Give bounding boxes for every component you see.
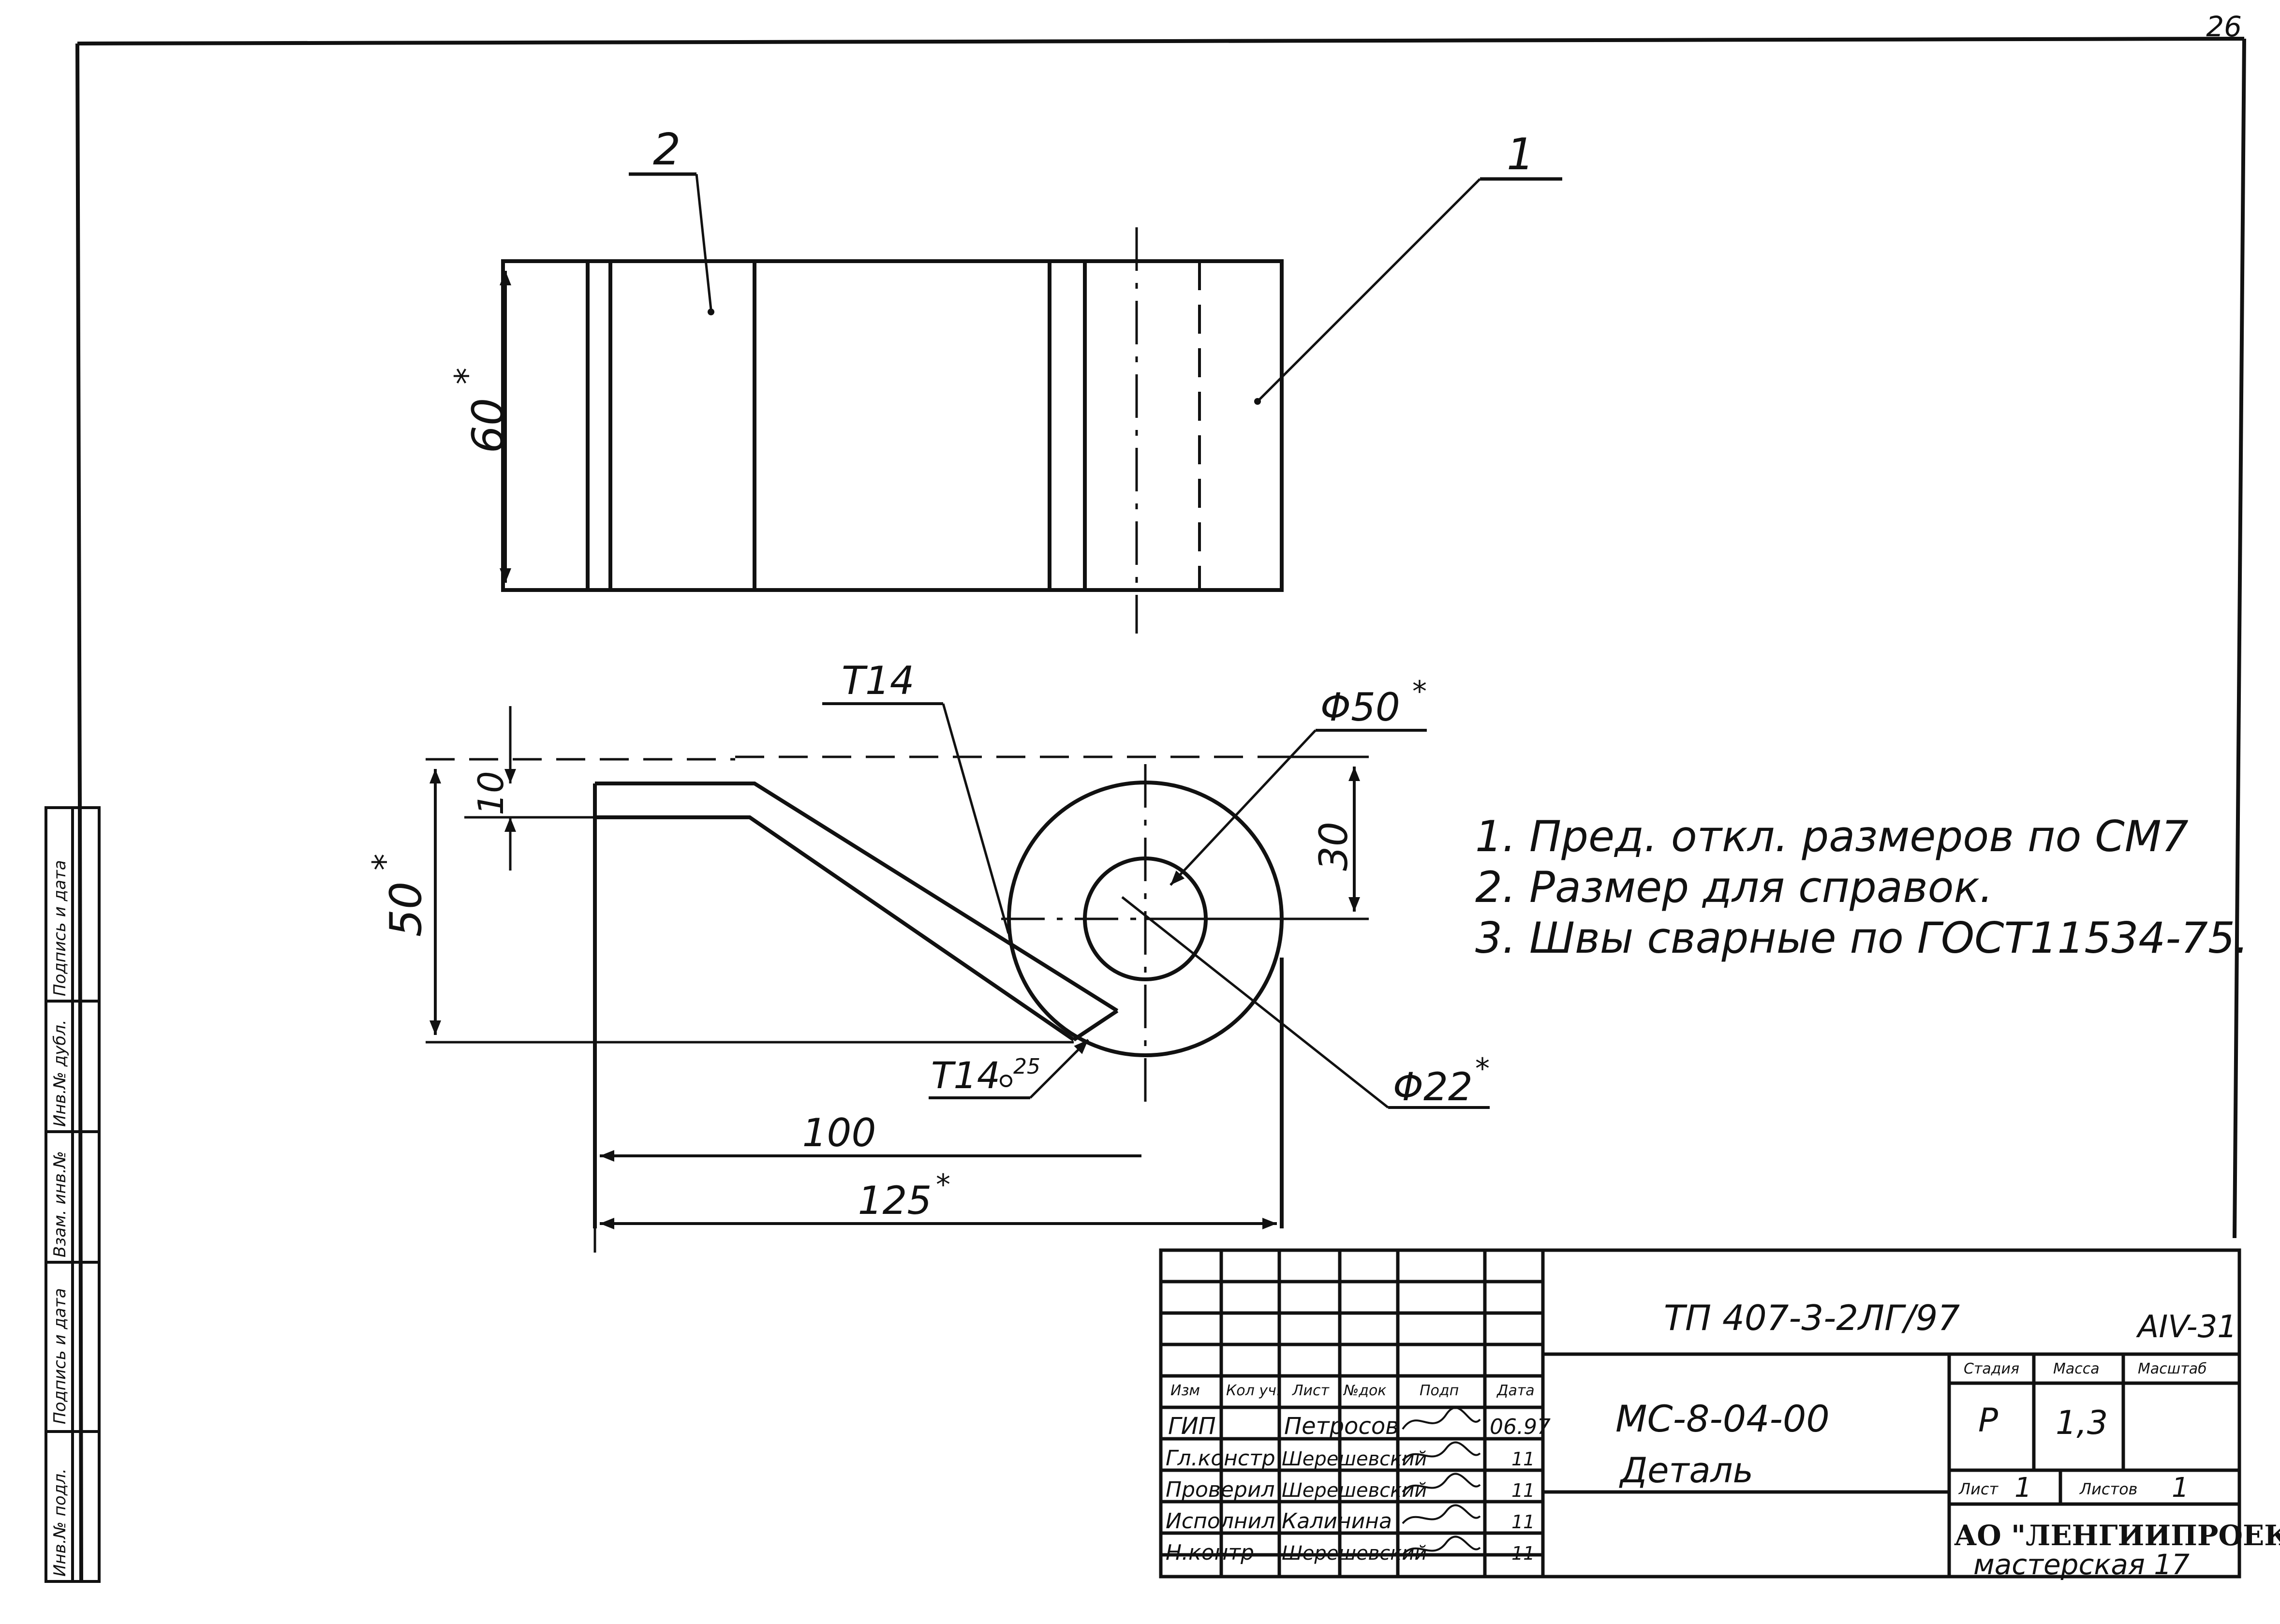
dim-10: 10 (464, 706, 595, 871)
dim-30: 30 (1311, 767, 1360, 912)
dim-60-label: 60 * (447, 368, 514, 453)
title-row-5: Н.контр Шерешевский 11 (1166, 1535, 1535, 1565)
company-name: АО "ЛЕНГИИПРОЕКТ" (1954, 1519, 2280, 1552)
svg-text:11: 11 (1511, 1480, 1535, 1501)
svg-text:Подпись и дата: Подпись и дата (50, 1288, 70, 1424)
workshop-name: мастерская 17 (1973, 1548, 2190, 1581)
svg-text:Подп: Подп (1420, 1382, 1459, 1399)
item-name: Деталь (1619, 1450, 1753, 1491)
svg-text:*: * (936, 1168, 950, 1202)
designation: МС-8-04-00 (1615, 1397, 1830, 1440)
title-row-1: ГИП Петросов 06.97 (1168, 1407, 1551, 1440)
svg-text:100: 100 (802, 1110, 876, 1155)
svg-text:Н.контр: Н.контр (1166, 1540, 1254, 1565)
svg-text:Листов: Листов (2079, 1480, 2138, 1498)
svg-text:Инв.№ подл.: Инв.№ подл. (50, 1468, 70, 1577)
svg-text:2: 2 (653, 124, 681, 175)
svg-text:Гл.констр: Гл.констр (1166, 1446, 1275, 1471)
svg-text:Подпись и дата: Подпись и дата (50, 860, 70, 996)
svg-text:*: * (447, 368, 487, 384)
svg-text:25: 25 (1013, 1054, 1040, 1079)
svg-text:Лист: Лист (1292, 1382, 1330, 1399)
dim-50: 50 * (365, 769, 441, 1035)
title-row-4: Исполнил Калинина 11 (1166, 1504, 1535, 1534)
svg-text:Масштаб: Масштаб (2138, 1360, 2207, 1377)
svg-text:Кол уч.: Кол уч. (1226, 1382, 1281, 1399)
notes: 1. Пред. откл. размеров по СМ7 2. Размер… (1475, 812, 2249, 963)
svg-text:T14: T14 (842, 658, 915, 703)
svg-text:*: * (1475, 1052, 1490, 1086)
leader-phi50: Φ50 * (1170, 675, 1427, 886)
svg-text:Лист: Лист (1958, 1480, 1999, 1498)
svg-text:Изм: Изм (1170, 1382, 1200, 1399)
svg-text:Калинина: Калинина (1282, 1509, 1392, 1534)
svg-text:06.97: 06.97 (1490, 1415, 1551, 1439)
svg-text:Φ50: Φ50 (1320, 685, 1400, 730)
dim-100: 100 (600, 1110, 1141, 1162)
sheets-value: 1 (2172, 1472, 2189, 1504)
svg-text:№док: №док (1343, 1382, 1386, 1399)
svg-text:1: 1 (1507, 129, 1534, 180)
svg-text:30: 30 (1311, 822, 1356, 871)
svg-text:*: * (365, 854, 405, 871)
svg-text:60: 60 (463, 398, 514, 454)
top-view: 60 * (447, 227, 1284, 634)
sheet-frame (75, 37, 2246, 1582)
stage-value: Р (1978, 1402, 1998, 1440)
svg-text:11: 11 (1511, 1511, 1535, 1533)
page-number: 26 (2206, 10, 2242, 43)
leader-t14-bottom: T14 25 (929, 1039, 1089, 1099)
title-block: Изм Кол уч. Лист №док Подп Дата ГИП Петр… (1159, 1248, 2280, 1581)
svg-text:Петросов: Петросов (1284, 1413, 1399, 1440)
doc-code: ТП 407-3-2ЛГ/97 (1664, 1298, 1960, 1338)
svg-text:Взам. инв.№: Взам. инв.№ (50, 1151, 70, 1257)
svg-text:Дата: Дата (1496, 1382, 1535, 1399)
svg-text:125: 125 (858, 1178, 932, 1223)
front-view (426, 755, 1369, 1253)
svg-text:Проверил: Проверил (1166, 1477, 1275, 1502)
svg-text:Φ22: Φ22 (1393, 1064, 1473, 1109)
side-stamp: Инв.№ подл. Подпись и дата Взам. инв.№ И… (44, 806, 101, 1583)
dim-125: 125 * (600, 1168, 1277, 1229)
svg-text:T14: T14 (931, 1054, 1000, 1097)
callout-1: 1 (1254, 129, 1562, 405)
note-2: 2. Размер для справок. (1475, 862, 1993, 912)
svg-text:ГИП: ГИП (1168, 1413, 1216, 1440)
svg-text:Инв.№ дубл.: Инв.№ дубл. (50, 1019, 70, 1127)
callout-2: 2 (629, 124, 714, 315)
leader-t14-top: T14 (822, 658, 1010, 934)
svg-text:Исполнил: Исполнил (1166, 1509, 1275, 1534)
sheet-value: 1 (2014, 1472, 2032, 1504)
title-row-2: Гл.констр Шерешевский 11 (1166, 1441, 1535, 1471)
sheet-ref: АIV-31 (2136, 1309, 2237, 1345)
svg-text:10: 10 (471, 771, 511, 815)
mass-value: 1,3 (2056, 1404, 2108, 1442)
svg-text:Масса: Масса (2053, 1360, 2100, 1377)
svg-text:*: * (1412, 675, 1427, 709)
note-3: 3. Швы сварные по ГОСТ11534-75. (1475, 913, 2249, 963)
svg-text:11: 11 (1511, 1543, 1535, 1564)
note-1: 1. Пред. откл. размеров по СМ7 (1475, 812, 2189, 861)
leader-phi22: Φ22 * (1121, 896, 1490, 1109)
svg-text:50: 50 (381, 882, 431, 937)
svg-text:Стадия: Стадия (1964, 1360, 2019, 1377)
title-row-3: Проверил Шерешевский 11 (1166, 1473, 1535, 1502)
svg-text:11: 11 (1511, 1448, 1535, 1470)
